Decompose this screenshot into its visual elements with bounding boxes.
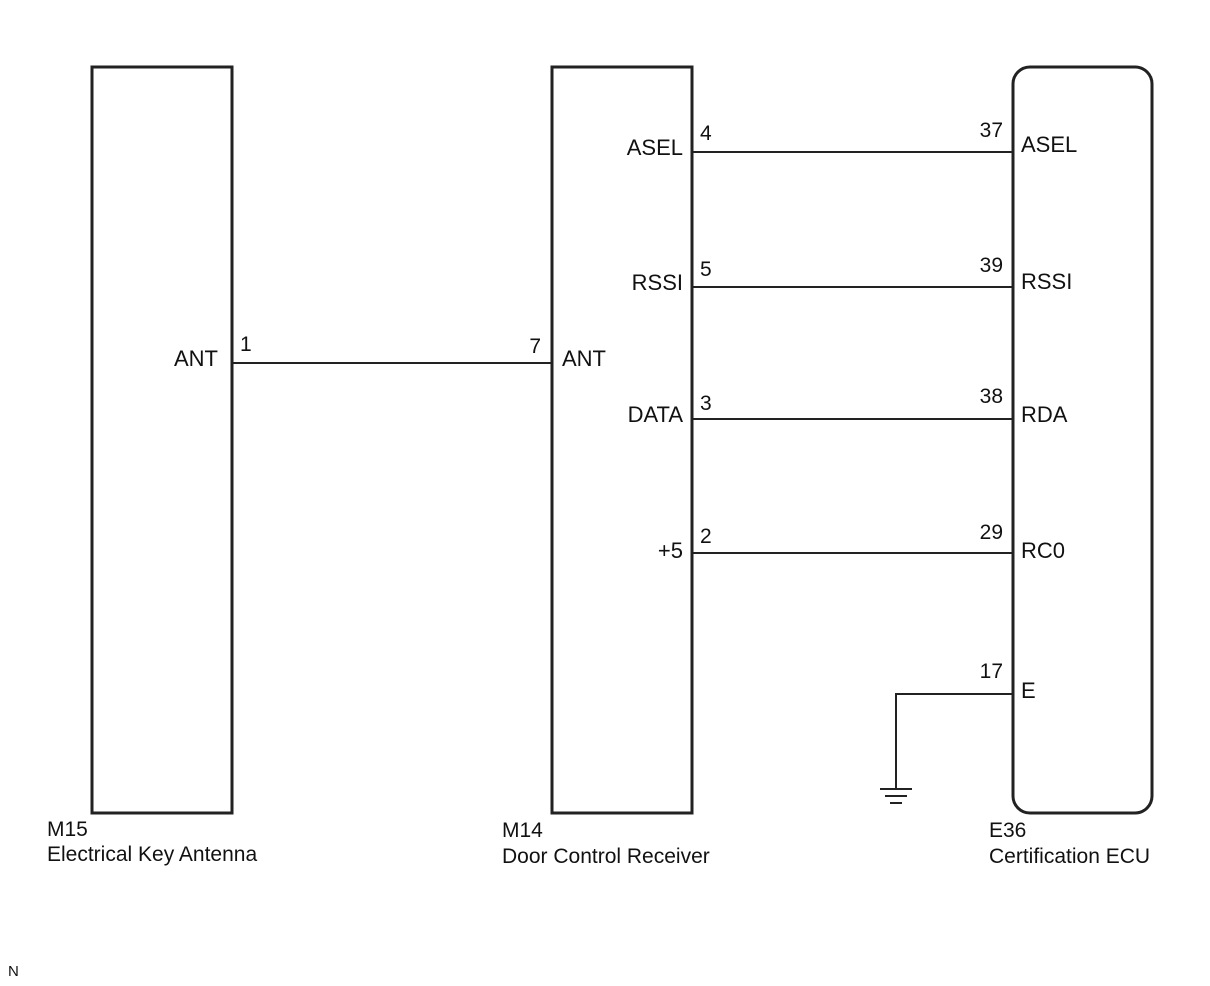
m14-pin-num-plus5: 2 xyxy=(700,525,712,548)
m14-pin-num-rssi: 5 xyxy=(700,258,712,281)
m14-door-control-receiver-box xyxy=(550,65,694,815)
m14-pin-num-asel: 4 xyxy=(700,122,712,145)
m15-name: Electrical Key Antenna xyxy=(47,843,257,866)
m14-pin-label-asel: ASEL xyxy=(627,135,683,160)
e36-pin-label-rc0: RC0 xyxy=(1021,538,1065,563)
e36-pin-num-rda: 38 xyxy=(980,385,1003,408)
m14-name: Door Control Receiver xyxy=(502,845,710,868)
wire-ground xyxy=(895,693,1013,788)
e36-pin-label-rda: RDA xyxy=(1021,402,1068,427)
e36-pin-label-asel: ASEL xyxy=(1021,132,1077,157)
e36-certification-ecu-box xyxy=(1011,65,1154,815)
e36-pin-num-rssi: 39 xyxy=(980,254,1003,277)
ground-icon xyxy=(880,788,912,804)
m15-electrical-key-antenna-box xyxy=(90,65,234,815)
e36-pin-num-asel: 37 xyxy=(980,119,1003,142)
e36-pin-num-e: 17 xyxy=(980,660,1003,683)
m14-pin-label-ant: ANT xyxy=(562,346,606,371)
m14-code: M14 xyxy=(502,819,543,842)
e36-pin-num-rc0: 29 xyxy=(980,521,1003,544)
e36-name: Certification ECU xyxy=(989,845,1150,868)
e36-code: E36 xyxy=(989,819,1026,842)
e36-pin-label-rssi: RSSI xyxy=(1021,269,1072,294)
m14-pin-num-data: 3 xyxy=(700,392,712,415)
m14-pin-label-rssi: RSSI xyxy=(632,270,683,295)
m15-pin-label-ant: ANT xyxy=(174,346,218,371)
m14-pin-label-data: DATA xyxy=(628,402,684,427)
footer-mark: N xyxy=(8,963,19,980)
m15-pin-num-ant: 1 xyxy=(240,333,252,356)
m14-pin-num-ant: 7 xyxy=(529,335,541,358)
m15-code: M15 xyxy=(47,818,88,841)
m14-pin-label-plus5: +5 xyxy=(658,538,683,563)
e36-pin-label-e: E xyxy=(1021,678,1036,703)
